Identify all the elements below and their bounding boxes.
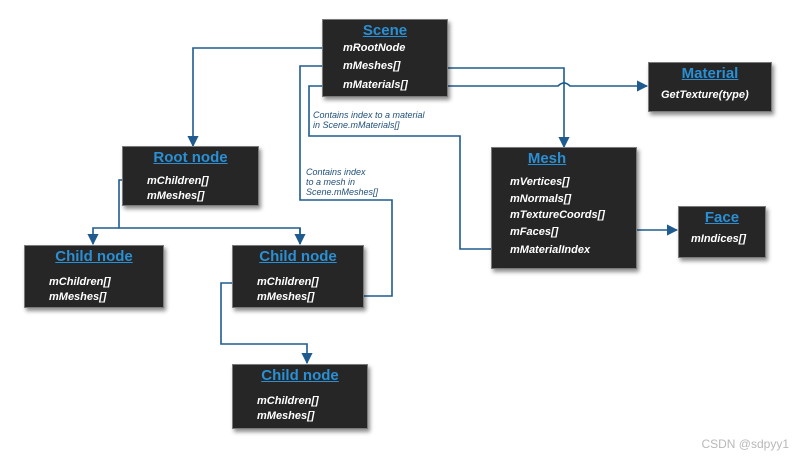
child-node-bottom-field-meshes: mMeshes[]	[257, 410, 315, 422]
connector-childmeshes-to-scene	[299, 60, 393, 297]
connector-materialindex-to-scene	[308, 80, 491, 250]
connector-root-to-child-left	[87, 227, 119, 246]
child-node-mid-field-children: mChildren[]	[257, 276, 319, 288]
child-node-left-field-children: mChildren[]	[49, 276, 111, 288]
root-node-field-children: mChildren[]	[147, 175, 209, 187]
root-node-title: Root node	[153, 149, 228, 166]
child-node-left-field-meshes: mMeshes[]	[49, 291, 107, 303]
mesh-title: Mesh	[527, 150, 567, 167]
face-box: Face mIndices[]	[678, 206, 766, 258]
watermark: CSDN @sdpyy1	[701, 437, 789, 451]
face-title: Face	[704, 209, 740, 226]
material-field-gettexture: GetTexture(type)	[661, 89, 749, 101]
scene-field-materials: mMaterials[]	[343, 79, 408, 91]
note-mesh-index-line-1: Contains index	[306, 167, 366, 177]
child-node-left-box: Child node mChildren[] mMeshes[]	[24, 245, 164, 308]
material-title: Material	[681, 65, 739, 82]
mesh-field-vertices: mVertices[]	[510, 176, 570, 188]
connector-scene-to-mesh	[447, 67, 570, 149]
child-node-bottom-title: Child node	[261, 367, 339, 384]
mesh-field-materialindex: mMaterialIndex	[510, 244, 591, 256]
connector-child-to-child	[220, 282, 313, 365]
child-node-mid-title: Child node	[259, 248, 337, 265]
scene-field-meshes: mMeshes[]	[343, 60, 401, 72]
material-box: Material GetTexture(type)	[648, 62, 772, 112]
child-node-bottom-field-children: mChildren[]	[257, 395, 319, 407]
mesh-field-normals: mNormals[]	[510, 193, 572, 205]
connector-scene-to-rootnode	[187, 47, 322, 148]
note-mesh-index-line-3: Scene.mMeshes[]	[306, 187, 379, 197]
face-field-indices: mIndices[]	[691, 233, 747, 245]
connector-scene-to-material	[447, 80, 649, 92]
scene-box: Scene mRootNode mMeshes[] mMaterials[]	[322, 19, 448, 97]
root-node-box: Root node mChildren[] mMeshes[]	[122, 146, 259, 206]
note-mesh-index-line-2: to a mesh in	[306, 177, 356, 187]
root-node-field-meshes: mMeshes[]	[147, 190, 205, 202]
note-material-index: Contains index to a material in Scene.mM…	[313, 110, 425, 130]
scene-title: Scene	[362, 22, 408, 39]
note-material-index-line-2: in Scene.mMaterials[]	[313, 120, 400, 130]
scene-field-rootnode: mRootNode	[343, 42, 406, 54]
mesh-field-faces: mFaces[]	[510, 226, 559, 238]
mesh-box: Mesh mVertices[] mNormals[] mTextureCoor…	[491, 147, 637, 269]
child-node-bottom-box: Child node mChildren[] mMeshes[]	[232, 364, 368, 429]
child-node-left-title: Child node	[55, 248, 133, 265]
child-node-mid-field-meshes: mMeshes[]	[257, 291, 315, 303]
note-material-index-line-1: Contains index to a material	[313, 110, 425, 120]
child-node-mid-box: Child node mChildren[] mMeshes[]	[232, 245, 364, 308]
note-mesh-index: Contains index to a mesh in Scene.mMeshe…	[306, 167, 378, 197]
mesh-field-texturecoords: mTextureCoords[]	[510, 209, 605, 221]
